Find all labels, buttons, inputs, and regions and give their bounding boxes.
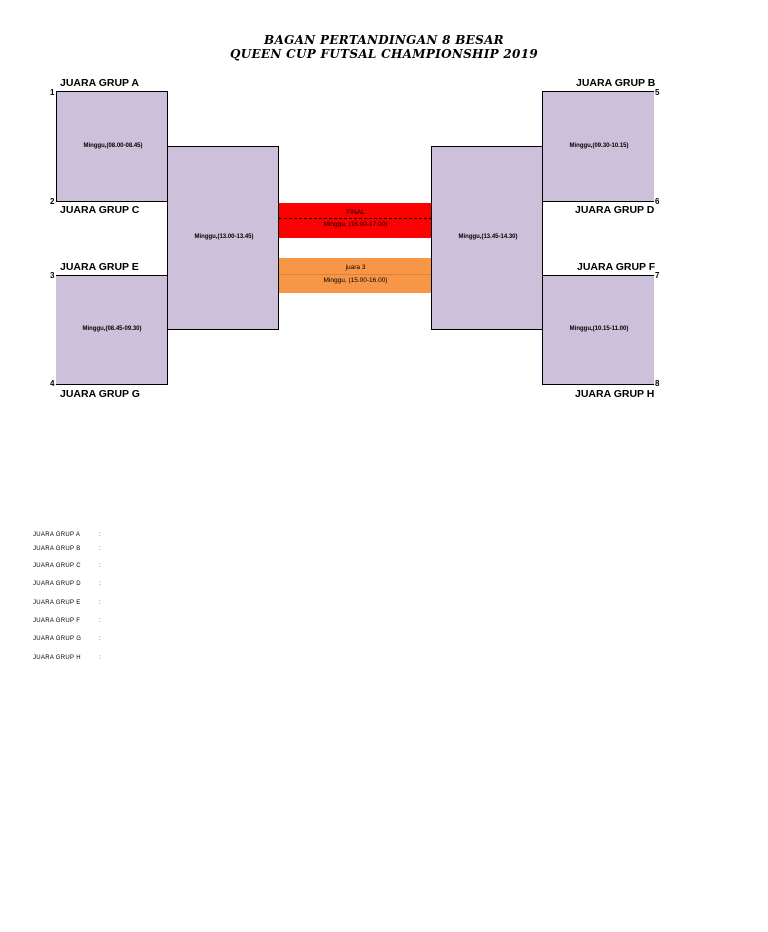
team-h: JUARA GRUP H bbox=[575, 388, 655, 400]
team-a: JUARA GRUP A bbox=[60, 77, 139, 89]
seed-8: 8 bbox=[655, 379, 660, 388]
seed-4: 4 bbox=[50, 379, 55, 388]
list-item-label: JUARA GRUP E bbox=[33, 600, 81, 606]
title-line-2: QUEEN CUP FUTSAL CHAMPIONSHIP 2019 bbox=[229, 47, 539, 61]
list-item: JUARA GRUP B: bbox=[33, 546, 101, 552]
semifinal-1-box: Minggu,(13.00-13.45) bbox=[167, 146, 279, 330]
semifinal-1-time: Minggu,(13.00-13.45) bbox=[194, 234, 254, 240]
list-item: JUARA GRUP H: bbox=[33, 655, 101, 661]
quarterfinal-3-time: Minggu,(09.30-10.15) bbox=[569, 143, 629, 149]
third-place-label: juara 3 bbox=[345, 264, 366, 271]
list-item-separator: : bbox=[99, 600, 101, 606]
seed-7: 7 bbox=[655, 271, 660, 280]
list-item-label: JUARA GRUP D bbox=[33, 581, 81, 587]
list-item-separator: : bbox=[99, 618, 101, 624]
semifinal-2-box: Minggu,(13.45-14.30) bbox=[431, 146, 543, 330]
title-line-1: BAGAN PERTANDINGAN 8 BESAR bbox=[264, 33, 504, 47]
team-c: JUARA GRUP C bbox=[60, 204, 140, 216]
third-place-box: juara 3 Minggu, (15.00-16.00) bbox=[279, 258, 432, 293]
list-item-label: JUARA GRUP B bbox=[33, 546, 81, 552]
list-item-label: JUARA GRUP A bbox=[33, 532, 81, 538]
seed-5: 5 bbox=[655, 88, 660, 97]
list-item-separator: : bbox=[99, 636, 101, 642]
quarterfinal-2-box: Minggu,(08.45-09.30) bbox=[56, 275, 168, 385]
list-item: JUARA GRUP F: bbox=[33, 618, 101, 624]
list-item-separator: : bbox=[99, 655, 101, 661]
list-item: JUARA GRUP A: bbox=[33, 532, 101, 538]
seed-2: 2 bbox=[50, 197, 55, 206]
team-b: JUARA GRUP B bbox=[576, 77, 656, 89]
list-item-label: JUARA GRUP C bbox=[33, 563, 81, 569]
list-item-separator: : bbox=[99, 581, 101, 587]
quarterfinal-2-time: Minggu,(08.45-09.30) bbox=[82, 326, 142, 332]
third-place-time: Minggu, (15.00-16.00) bbox=[323, 277, 388, 284]
quarterfinal-1-border bbox=[56, 91, 168, 202]
team-e: JUARA GRUP E bbox=[60, 261, 139, 273]
list-item: JUARA GRUP E: bbox=[33, 600, 101, 606]
list-item: JUARA GRUP D: bbox=[33, 581, 101, 587]
seed-1: 1 bbox=[50, 88, 55, 97]
list-item-separator: : bbox=[99, 563, 101, 569]
list-item-separator: : bbox=[99, 546, 101, 552]
team-f: JUARA GRUP F bbox=[577, 261, 656, 273]
quarterfinal-1-time: Minggu,(08.00-08.45) bbox=[83, 143, 143, 149]
final-divider bbox=[279, 218, 432, 219]
team-d: JUARA GRUP D bbox=[575, 204, 655, 216]
final-label: FINAL bbox=[346, 209, 365, 216]
final-time: Minggu, (16.00-17.00) bbox=[323, 221, 388, 228]
seed-3: 3 bbox=[50, 271, 55, 280]
final-box: FINAL Minggu, (16.00-17.00) bbox=[279, 203, 432, 238]
list-item-label: JUARA GRUP H bbox=[33, 655, 81, 661]
third-place-divider bbox=[279, 274, 432, 275]
list-item-separator: : bbox=[99, 532, 101, 538]
quarterfinal-4-time: Minggu,(10.15-11.00) bbox=[569, 326, 629, 332]
quarterfinal-4-box: Minggu,(10.15-11.00) bbox=[542, 275, 654, 385]
list-item: JUARA GRUP C: bbox=[33, 563, 101, 569]
quarterfinal-3-box: Minggu,(09.30-10.15) bbox=[542, 91, 654, 202]
team-g: JUARA GRUP G bbox=[60, 388, 140, 400]
quarterfinal-1-box: Minggu,(08.00-08.45) bbox=[56, 91, 168, 202]
semifinal-2-time: Minggu,(13.45-14.30) bbox=[458, 234, 518, 240]
list-item-label: JUARA GRUP F bbox=[33, 618, 81, 624]
list-item-label: JUARA GRUP G bbox=[33, 636, 82, 642]
list-item: JUARA GRUP G: bbox=[33, 636, 101, 642]
seed-6: 6 bbox=[655, 197, 660, 206]
